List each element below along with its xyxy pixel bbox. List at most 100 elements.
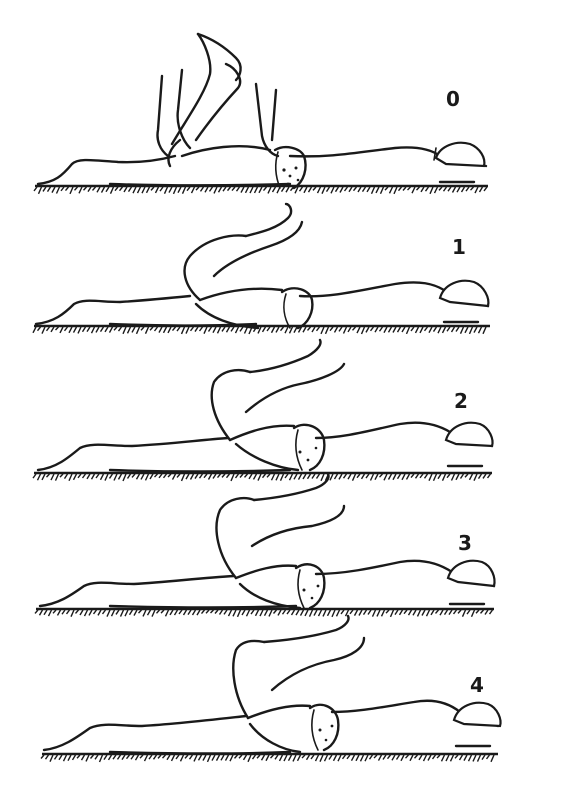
water-splash	[303, 585, 320, 600]
floor-hatch-mark	[41, 755, 44, 758]
water-splash	[319, 725, 334, 742]
floor-hatch-mark	[281, 474, 284, 481]
floor-hatch-mark	[358, 187, 361, 192]
floor-hatch-mark	[345, 187, 348, 191]
floor-hatch-mark	[174, 187, 177, 194]
floor-hatch-mark	[422, 610, 425, 616]
floor-hatch-mark	[58, 610, 61, 615]
floor-hatch-mark	[164, 327, 167, 333]
floor-hatch-mark	[308, 327, 311, 330]
floor-hatch-mark	[456, 327, 459, 331]
floor-hatch-mark	[400, 610, 403, 615]
floor-hatch-mark	[380, 474, 383, 477]
floor-hatch-mark	[440, 610, 443, 615]
floor-hatch-mark	[200, 474, 203, 478]
floor-hatch-mark	[483, 327, 486, 334]
floor-hatch-mark	[68, 755, 71, 761]
floor-hatch-mark	[155, 327, 158, 331]
floor-hatch-mark	[195, 327, 198, 332]
floor-hatch-mark	[132, 474, 135, 477]
floor-hatch-mark	[430, 187, 433, 194]
floor-hatch-mark	[476, 610, 479, 613]
floor-hatch-mark	[102, 187, 105, 193]
floor-hatch-mark	[487, 755, 490, 759]
floor-hatch-mark	[137, 474, 140, 479]
floor-hatch-mark	[475, 187, 478, 193]
floor-hatch-mark	[232, 187, 235, 191]
floor-hatch-mark	[97, 187, 100, 192]
floor-hatch-mark	[386, 610, 389, 613]
floor-hatch-mark	[89, 610, 92, 615]
swim-cap	[448, 561, 495, 586]
floor-hatch-mark	[316, 755, 319, 761]
floor-hatch-mark	[80, 610, 83, 615]
floor-hatch-mark	[301, 610, 304, 616]
floor-hatch-mark	[412, 187, 415, 193]
floor-hatch-mark	[479, 474, 482, 479]
floor-hatch-mark	[65, 474, 68, 479]
floor-hatch-mark	[322, 187, 325, 194]
swimmer-figure	[44, 616, 501, 754]
floor-hatch-mark	[458, 610, 461, 613]
floor-hatch-mark	[204, 327, 207, 334]
floor-hatch-mark	[42, 327, 45, 334]
floor-hatch-mark	[294, 474, 297, 479]
floor-hatch-mark	[152, 610, 155, 617]
floor-hatch-mark	[254, 474, 257, 479]
floor-hatch-mark	[38, 327, 41, 331]
floor-hatch-mark	[308, 474, 311, 479]
floor-hatch-mark	[65, 327, 68, 331]
floor-hatch-mark	[354, 187, 357, 191]
floor-hatch-mark	[103, 610, 106, 614]
floor-hatch-mark	[357, 474, 360, 478]
floor-hatch-mark	[168, 327, 171, 333]
floor-hatch-mark	[290, 474, 293, 480]
floor-hatch-mark	[364, 610, 367, 615]
floor-hatch-mark	[239, 755, 242, 758]
floor-hatch-mark	[57, 187, 60, 193]
floor-hatch-mark	[426, 187, 429, 191]
floor-hatch-mark	[199, 755, 202, 760]
floor-hatch-mark	[262, 755, 265, 760]
floor-hatch-mark	[276, 474, 279, 480]
floor-hatch-mark	[392, 755, 395, 760]
floor-hatch-mark	[299, 474, 302, 480]
floor-hatch-mark	[317, 327, 320, 331]
floor-hatch-mark	[428, 755, 431, 760]
floor-hatch-mark	[421, 187, 424, 192]
floor-hatch-mark	[149, 755, 152, 759]
floor-hatch-mark	[165, 187, 168, 194]
floor-hatch-mark	[160, 187, 163, 191]
floor-hatch-mark	[389, 327, 392, 332]
floor-hatch-mark	[212, 755, 215, 761]
floor-hatch-mark	[200, 327, 203, 331]
floor-hatch-mark	[307, 755, 310, 760]
floor-hatch-mark	[146, 327, 149, 334]
floor-hatch-mark	[332, 610, 335, 617]
floor-hatch-mark	[466, 187, 469, 191]
floor-hatch-mark	[118, 755, 121, 759]
floor-hatch-mark	[436, 610, 439, 613]
floor-hatch-mark	[105, 327, 108, 332]
floor-hatch-mark	[128, 327, 131, 333]
floor-surface	[33, 473, 492, 481]
floor-hatch-mark	[302, 755, 305, 758]
floor-hatch-mark	[94, 610, 97, 614]
floor-hatch-mark	[447, 327, 450, 331]
floor-hatch-mark	[393, 474, 396, 480]
floor-hatch-mark	[407, 327, 410, 334]
floor-hatch-mark	[96, 474, 99, 478]
floor-hatch-mark	[394, 187, 397, 194]
floor-hatch-mark	[311, 755, 314, 759]
floor-hatch-mark	[447, 474, 450, 478]
floor-hatch-mark	[336, 187, 339, 192]
floor-hatch-mark	[434, 327, 437, 332]
floor-hatch-mark	[237, 187, 240, 191]
floor-hatch-mark	[404, 610, 407, 614]
floor-hatch-mark	[124, 187, 127, 192]
floor-hatch-mark	[373, 610, 376, 617]
floor-hatch-mark	[222, 474, 225, 477]
floor-hatch-mark	[107, 610, 110, 617]
floor-hatch-mark	[59, 755, 62, 760]
floor-hatch-mark	[134, 610, 137, 616]
